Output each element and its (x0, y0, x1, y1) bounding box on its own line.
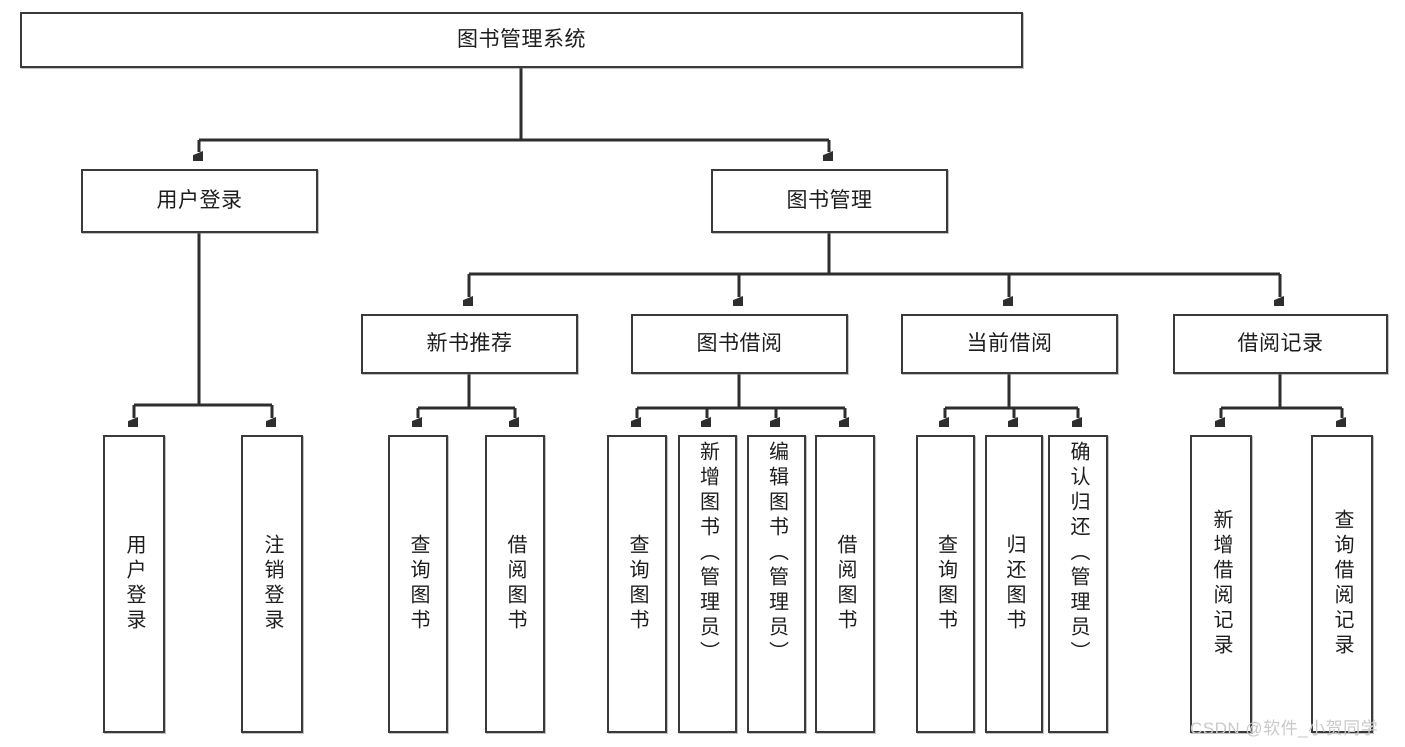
node-label-新增图书管理员: 新增图书（管理员） (696, 441, 719, 666)
node-label-查询图书: 查询图书 (934, 534, 957, 634)
node-label-借阅记录: 借阅记录 (1237, 332, 1324, 356)
node-leaf-1[interactable]: 注销登录 (241, 435, 303, 733)
node-label-借阅图书: 借阅图书 (504, 534, 526, 634)
node-leaf-3[interactable]: 借阅图书 (485, 435, 545, 733)
node-leaf-8[interactable]: 查询图书 (916, 435, 975, 733)
node-label-新书推荐: 新书推荐 (426, 332, 513, 356)
node-label-确认归还管理员: 确认归还（管理员） (1067, 441, 1089, 666)
node-label-查询借阅记录: 查询借阅记录 (1331, 509, 1353, 659)
node-leaf-4[interactable]: 查询图书 (607, 435, 667, 733)
node-leaf-10[interactable]: 确认归还（管理员） (1048, 435, 1108, 733)
node-level2-1[interactable]: 图书借阅 (631, 314, 848, 374)
node-level1-1[interactable]: 图书管理 (711, 169, 948, 233)
node-leaf-6[interactable]: 编辑图书（管理员） (747, 435, 806, 733)
node-level2-3[interactable]: 借阅记录 (1173, 314, 1388, 374)
node-root-0[interactable]: 图书管理系统 (20, 12, 1023, 68)
node-label-查询图书: 查询图书 (407, 534, 429, 634)
node-label-用户登录: 用户登录 (156, 189, 243, 213)
node-label-注销登录: 注销登录 (261, 534, 283, 634)
node-label-当前借阅: 当前借阅 (966, 332, 1053, 356)
node-leaf-9[interactable]: 归还图书 (985, 435, 1043, 733)
node-level2-0[interactable]: 新书推荐 (361, 314, 578, 374)
node-leaf-11[interactable]: 新增借阅记录 (1190, 435, 1252, 733)
node-leaf-0[interactable]: 用户登录 (103, 435, 165, 733)
node-leaf-12[interactable]: 查询借阅记录 (1311, 435, 1373, 733)
node-leaf-7[interactable]: 借阅图书 (815, 435, 875, 733)
node-label-用户登录: 用户登录 (123, 534, 145, 634)
node-label-图书借阅: 图书借阅 (696, 332, 783, 356)
node-label-编辑图书管理员: 编辑图书（管理员） (765, 441, 788, 666)
node-label-图书管理: 图书管理 (786, 189, 873, 213)
csdn-watermark: CSDN @软件_小贺同学 (1190, 719, 1379, 738)
node-label-归还图书: 归还图书 (1003, 534, 1025, 634)
node-label-查询图书: 查询图书 (626, 534, 648, 634)
node-label-借阅图书: 借阅图书 (834, 534, 856, 634)
node-label-新增借阅记录: 新增借阅记录 (1210, 509, 1232, 659)
node-level1-0[interactable]: 用户登录 (81, 169, 318, 233)
node-leaf-2[interactable]: 查询图书 (388, 435, 448, 733)
node-leaf-5[interactable]: 新增图书（管理员） (678, 435, 737, 733)
node-level2-2[interactable]: 当前借阅 (901, 314, 1118, 374)
node-label-图书管理系统: 图书管理系统 (457, 28, 586, 52)
